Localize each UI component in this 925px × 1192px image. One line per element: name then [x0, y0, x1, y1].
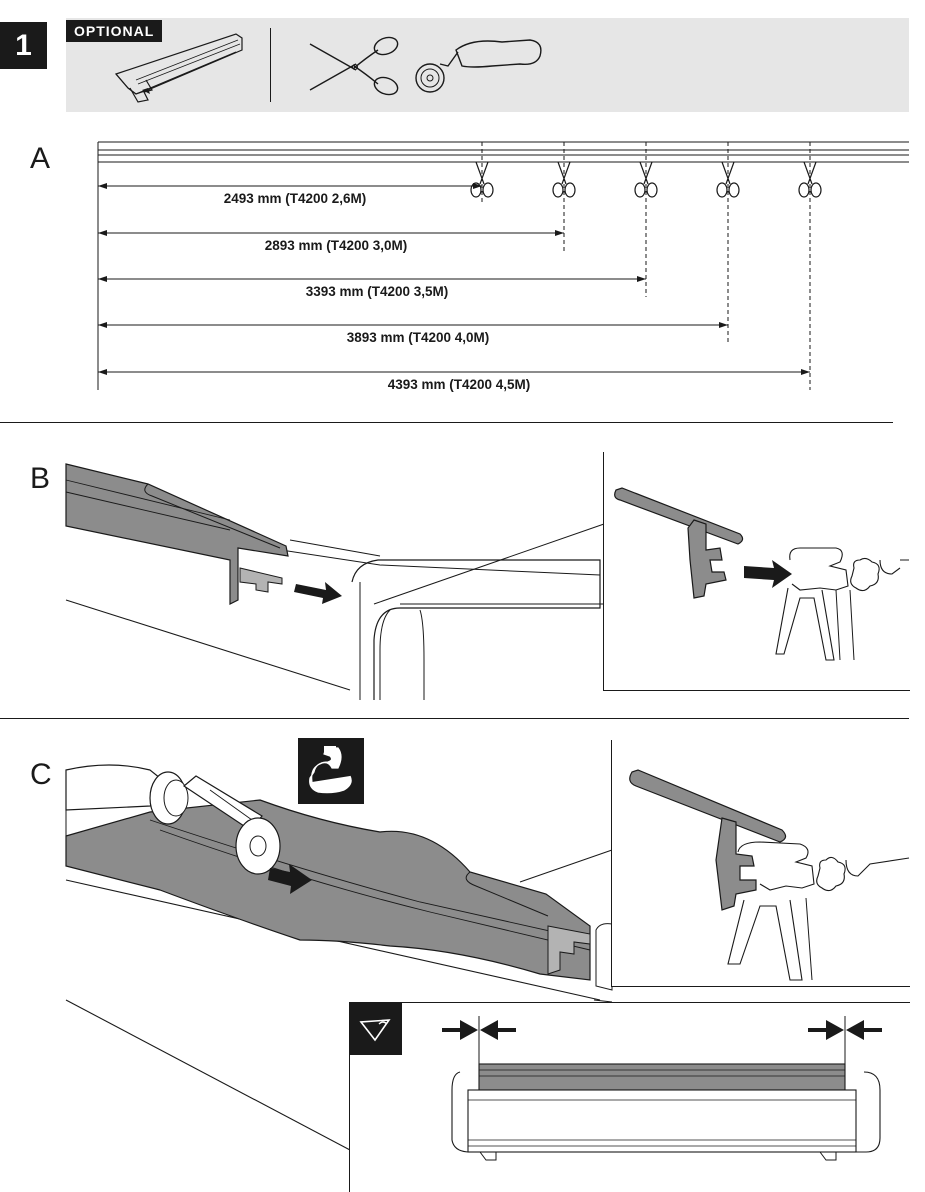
- dimension-line: [98, 142, 729, 343]
- profile-rail: [97, 141, 909, 390]
- section-label-b: B: [30, 462, 51, 495]
- section-divider: [0, 718, 909, 719]
- dimension-line: [98, 142, 811, 390]
- arrow-right-icon: [744, 560, 792, 588]
- scissors-icon: [470, 161, 494, 198]
- scissors-icon: [634, 161, 658, 198]
- profile-detail-illustration: [614, 487, 909, 661]
- section-divider: [0, 422, 893, 423]
- dimension-label: 3393 mm (T4200 3,5M): [305, 284, 449, 299]
- arrow-inward-icon: [808, 1020, 844, 1040]
- scissors-icon: [552, 161, 576, 198]
- scissors-icon: [716, 161, 740, 198]
- roller-tool-icon: [415, 39, 542, 93]
- dimension-label: 3893 mm (T4200 4,0M): [346, 330, 490, 345]
- awning-end-gap-illustration: [442, 1016, 882, 1161]
- dimension-label: 4393 mm (T4200 4,5M): [387, 377, 531, 392]
- dimension-label: 2893 mm (T4200 3,0M): [264, 238, 408, 253]
- strong-arm-icon: [298, 738, 364, 804]
- dimension-line: [98, 142, 565, 251]
- arrow-inward-icon: [846, 1020, 882, 1040]
- profile-insertion-illustration: [65, 463, 605, 700]
- dimension-lines: [98, 142, 822, 390]
- panel-divider: [270, 28, 271, 102]
- scissors-icon: [798, 161, 822, 198]
- step-number-badge: 1: [0, 22, 47, 69]
- roller-application-illustration: [65, 764, 613, 1151]
- arrow-right-icon: [268, 864, 312, 894]
- optional-tag: OPTIONAL: [66, 20, 163, 42]
- profile-seated-detail-illustration: [629, 769, 910, 981]
- dimension-label: 2493 mm (T4200 2,6M): [223, 191, 367, 206]
- dimension-line: [98, 142, 483, 204]
- rubber-profile-icon: [114, 33, 243, 103]
- arrow-right-icon: [294, 582, 342, 604]
- section-label-a: A: [30, 142, 51, 175]
- dimension-line: [98, 142, 647, 297]
- arrow-inward-icon: [442, 1020, 478, 1040]
- arrow-inward-icon: [480, 1020, 516, 1040]
- eye-check-icon: [349, 1002, 402, 1055]
- scissors-icon: [309, 36, 399, 96]
- section-label-c: C: [30, 758, 52, 791]
